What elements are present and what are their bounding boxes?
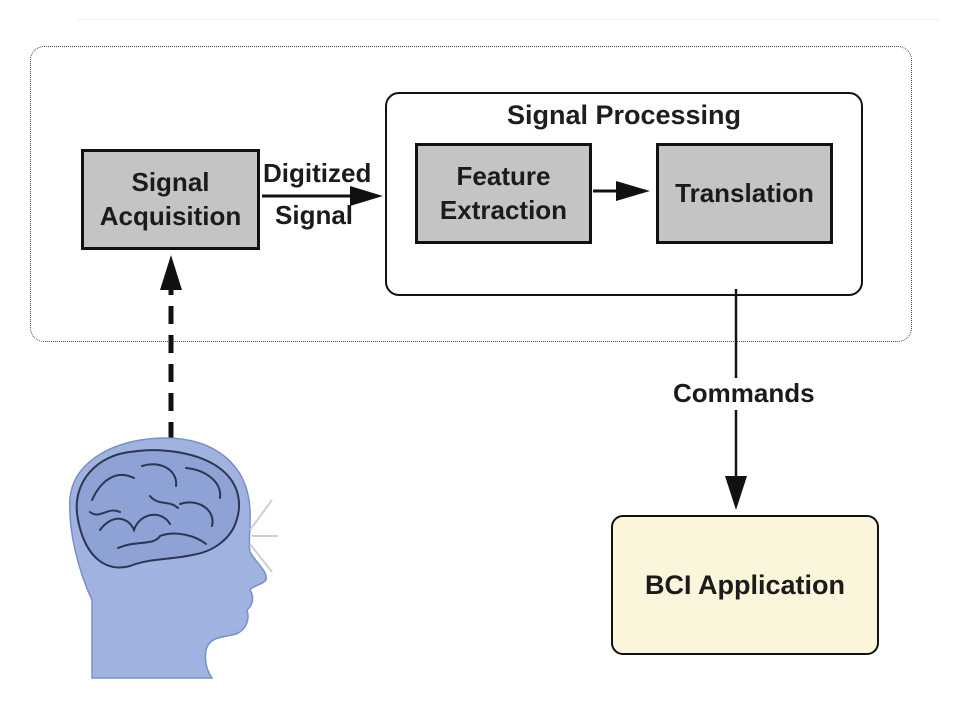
feature-to-translation-arrow bbox=[593, 181, 650, 201]
digitized-label: Digitized bbox=[263, 158, 372, 188]
commands-label: Commands bbox=[673, 378, 815, 408]
human-head-brain-icon bbox=[68, 437, 278, 679]
feature-extraction-label-line1: Feature bbox=[456, 160, 551, 191]
bci-application-node: BCI Application bbox=[611, 515, 879, 655]
top-divider bbox=[78, 19, 940, 20]
translation-node: Translation bbox=[656, 143, 833, 244]
bci-system-boundary bbox=[30, 46, 912, 342]
signal-processing-title: Signal Processing bbox=[506, 100, 742, 130]
digitized-signal-label: Signal bbox=[275, 200, 354, 230]
brain-signal-dashed-arrow bbox=[160, 255, 182, 440]
bci-application-label: BCI Application bbox=[645, 569, 845, 600]
signal-acquisition-label-line2: Acquisition bbox=[99, 200, 242, 231]
digitized-signal-arrow bbox=[262, 186, 383, 206]
signal-acquisition-node: Signal Acquisition bbox=[81, 149, 260, 250]
signal-acquisition-label-line1: Signal bbox=[131, 166, 210, 197]
feature-extraction-node: Feature Extraction bbox=[415, 143, 592, 244]
commands-arrow bbox=[725, 289, 747, 510]
translation-label: Translation bbox=[675, 177, 814, 208]
feature-extraction-label-line2: Extraction bbox=[439, 194, 568, 225]
